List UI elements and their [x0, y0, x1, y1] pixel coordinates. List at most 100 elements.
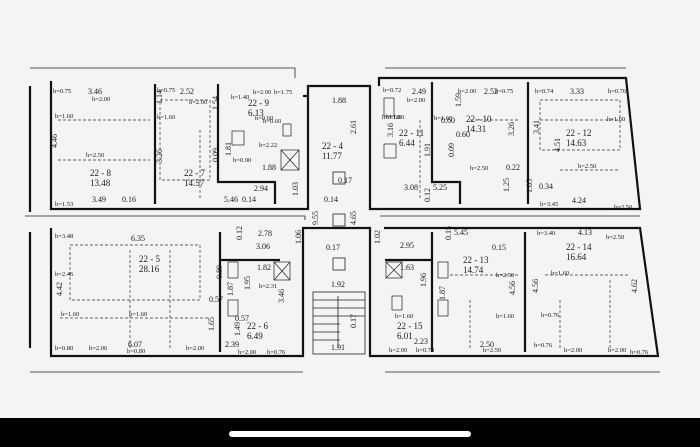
- dimension-label: 4.51: [553, 138, 562, 152]
- height-label: h=0.75: [53, 88, 71, 95]
- room-area: 6.01: [397, 331, 413, 341]
- dimension-label: 4.13: [578, 228, 592, 237]
- room-area: 14.74: [463, 265, 484, 275]
- dimension-label: 1.06: [294, 230, 303, 244]
- dimension-label: 4.24: [572, 196, 586, 205]
- dimension-label: 2.39: [225, 340, 239, 349]
- dimension-label: 0.09: [447, 143, 456, 157]
- room-label: 22 - 12: [566, 128, 592, 138]
- room-labels: 22 - 8 13.48 22 - 7 14.57 22 - 9 6.13 22…: [90, 98, 592, 341]
- room-area: 28.16: [139, 264, 160, 274]
- room-area: 6.49: [247, 331, 263, 341]
- dimension-label: 0.12: [423, 188, 432, 202]
- dimension-label: 5.25: [433, 183, 447, 192]
- dimension-label: 2.94: [254, 184, 268, 193]
- dimension-label: 3.49: [92, 195, 106, 204]
- height-label: h=0.72: [383, 87, 401, 94]
- room-area: 13.48: [90, 178, 111, 188]
- dimension-label: 3.33: [570, 87, 584, 96]
- height-label: h=1.60: [607, 116, 625, 123]
- height-label: h=0.60: [263, 118, 281, 125]
- dimension-label: 1.25: [502, 178, 511, 192]
- dimension-label: 5.46: [224, 195, 238, 204]
- room-area: 14.57: [184, 178, 205, 188]
- dimension-label: 3.26: [155, 149, 164, 163]
- frame-lines: [25, 67, 660, 373]
- dimension-label: 2.78: [258, 229, 272, 238]
- dimension-label: 2.23: [414, 337, 428, 346]
- height-label: h=0.80: [55, 345, 73, 352]
- height-label: h=2.00: [186, 345, 204, 352]
- height-label: h=0.76: [630, 349, 649, 356]
- dimension-label: 0.22: [506, 163, 520, 172]
- room-area: 6.13: [248, 108, 264, 118]
- height-label: h=1.60: [55, 113, 73, 120]
- dimension-label: 1.81: [224, 142, 233, 156]
- dimension-label: 0.89: [215, 265, 224, 279]
- height-label: h=2.00: [608, 347, 626, 354]
- dimension-label: 1.05: [525, 179, 534, 193]
- dimension-label: 3.41: [532, 120, 541, 134]
- home-indicator[interactable]: [229, 431, 471, 437]
- height-label: h=1.80: [386, 114, 404, 121]
- dimension-label: 1.91: [331, 343, 345, 352]
- room-label: 22 - 14: [566, 242, 592, 252]
- room-area: 11.77: [322, 151, 342, 161]
- room-label: 22 - 11: [399, 128, 424, 138]
- height-label: h=2.22: [259, 142, 277, 149]
- dimension-label: 3.46: [277, 289, 286, 303]
- height-label: h=2.00: [189, 99, 207, 106]
- room-label: 22 - 4: [322, 141, 343, 151]
- height-label: h=3.40: [537, 230, 555, 237]
- dimension-label: 1.82: [257, 263, 271, 272]
- dimension-label: 1.92: [331, 280, 345, 289]
- dimension-label: 2.52: [180, 87, 194, 96]
- dimension-label: 1.88: [262, 163, 276, 172]
- dimension-label: 0.14: [324, 195, 338, 204]
- height-label: h=1.60: [157, 114, 175, 121]
- height-label: h=3.48: [55, 233, 73, 240]
- dimension-label: 1.87: [226, 282, 235, 296]
- dimension-label: 3.26: [507, 122, 516, 136]
- dimension-label: 0.16: [122, 195, 136, 204]
- height-label: h=0.80: [127, 348, 145, 355]
- height-label: h=2.00: [407, 97, 425, 104]
- dimension-label: 2.61: [349, 120, 358, 134]
- height-label: h=0.76: [267, 349, 286, 356]
- dimension-label: 1.65: [207, 317, 216, 331]
- room-area: 14.31: [466, 124, 486, 134]
- room-area: 6.44: [399, 138, 415, 148]
- dimension-label: 1.03: [291, 182, 300, 196]
- dimension-label: 6.35: [131, 234, 145, 243]
- dimension-label: 4.56: [508, 281, 517, 295]
- height-label: h=1.40: [231, 94, 249, 101]
- height-label: h=2.00: [458, 88, 476, 95]
- room-label: 22 - 6: [247, 321, 268, 331]
- height-label: h=2.00: [92, 96, 110, 103]
- room-label: 22 - 10: [466, 114, 492, 124]
- dimension-label: 0.60: [441, 116, 455, 125]
- dimension-label: 1.95: [243, 276, 252, 290]
- dimension-label: 2.50: [480, 340, 494, 349]
- dimension-label: 1.63: [400, 263, 414, 272]
- height-label: h=0.76: [541, 312, 560, 319]
- height-label: h=2.46: [55, 271, 74, 278]
- height-label: h=2.50: [496, 272, 514, 279]
- room-label: 22 - 15: [397, 321, 423, 331]
- height-label: h=3.45: [540, 201, 558, 208]
- height-label: h=0.75: [495, 88, 513, 95]
- dimension-label: 3.08: [404, 183, 418, 192]
- height-label: h=0.90: [233, 157, 251, 164]
- dimension-label: 1.02: [373, 230, 382, 244]
- room-label: 22 - 5: [139, 254, 160, 264]
- dimension-label: 0.17: [326, 243, 340, 252]
- dimension-label: 4.46: [50, 134, 59, 148]
- dimension-label: 2.52: [484, 87, 498, 96]
- dimension-label: 4.56: [531, 279, 540, 293]
- room-area: 16.64: [566, 252, 587, 262]
- dimension-label: 3.16: [386, 123, 395, 137]
- height-label: h=2.06: [89, 345, 108, 352]
- height-label: h=1.60: [129, 311, 147, 318]
- dimension-label: 2.95: [400, 241, 414, 250]
- height-label: h=2.00: [238, 349, 256, 356]
